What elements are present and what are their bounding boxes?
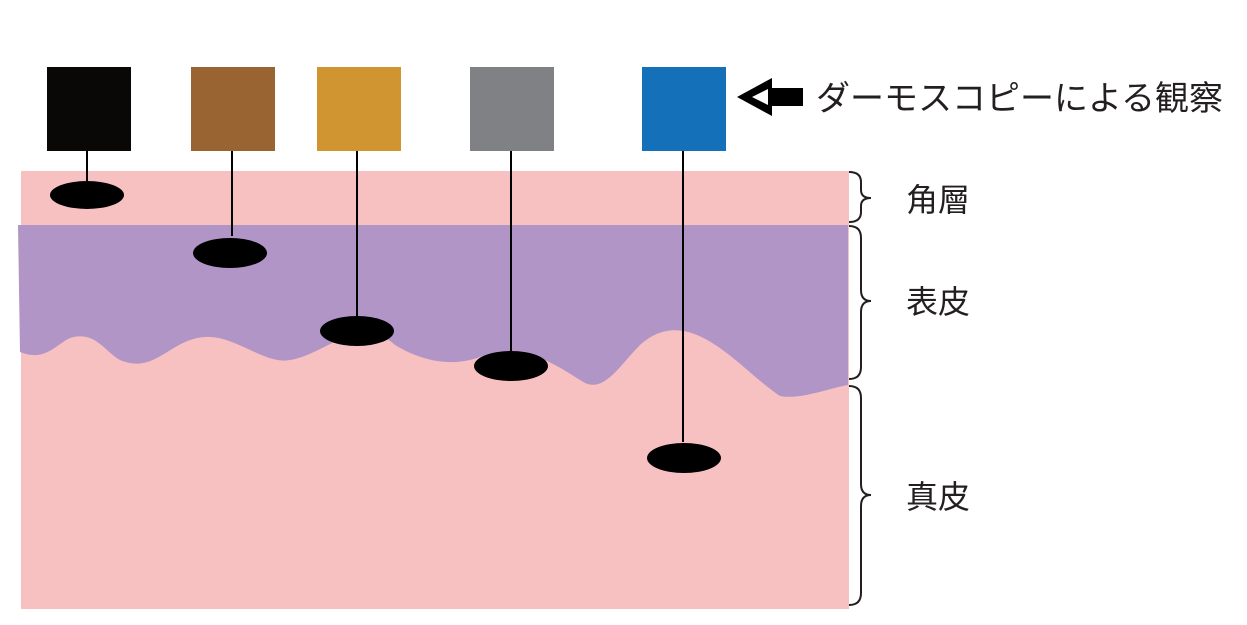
gray-swatch <box>470 67 554 151</box>
tan-swatch <box>317 67 401 151</box>
left-arrow-icon <box>737 78 803 116</box>
connector-lines <box>86 150 684 442</box>
pigment-dots <box>50 181 721 473</box>
brace-stratum-corneum <box>848 171 872 223</box>
pigment-dot-lower-epidermis <box>320 316 394 346</box>
pigment-dot-upper-epidermis <box>193 238 267 268</box>
brown-swatch <box>191 67 275 151</box>
epidermis-layer <box>18 225 848 397</box>
pigment-dot-dermoepidermal-junction <box>474 351 548 381</box>
black-swatch <box>47 67 131 151</box>
pigment-dot-stratum-corneum <box>50 181 124 209</box>
pigment-dot-dermis <box>647 443 721 473</box>
stratum-corneum-label: 角層 <box>906 181 970 219</box>
observation-label: ダーモスコピーによる観察 <box>816 79 1223 119</box>
epidermis-label: 表皮 <box>906 283 970 321</box>
dermis-label: 真皮 <box>906 478 970 516</box>
color-swatches <box>47 67 726 151</box>
brace-dermis <box>848 385 872 606</box>
layer-braces <box>848 171 872 606</box>
brace-epidermis <box>848 225 872 380</box>
blue-swatch <box>642 67 726 151</box>
